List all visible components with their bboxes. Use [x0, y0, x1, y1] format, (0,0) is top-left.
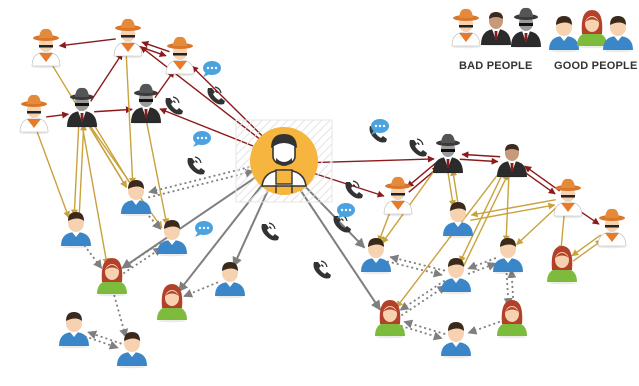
edge-gold-bc4-to-gl2 [35, 127, 70, 219]
bad-cowboy-icon [553, 178, 583, 219]
edge-red-bc2-to-bc1 [58, 38, 116, 49]
good-man-blue-icon [361, 238, 391, 275]
bad-suit-hat-icon [433, 133, 463, 175]
edge-gold-bh3-to-gr1 [446, 168, 456, 208]
legend-bad-people-label: BAD PEOPLE [459, 60, 533, 72]
phone-call-icon [207, 86, 225, 105]
bad-cowboy-icon [383, 176, 413, 217]
phone-call-icon [345, 180, 363, 199]
bad-cowboy-icon [113, 18, 143, 59]
good-man-blue-icon [441, 258, 471, 295]
edge-grayd-gl8-to-gl7 [87, 330, 122, 345]
legend-bad-suit-hat-icon [511, 7, 541, 49]
edge-grayd-gr7-to-gr8 [467, 320, 501, 335]
edge-gold-gr3-to-bs1 [462, 173, 509, 267]
phone-call-icon [187, 156, 205, 175]
nodes-layer [19, 7, 633, 369]
good-woman-green-icon [97, 258, 127, 297]
bad-suit-hat-icon [131, 83, 161, 125]
good-man-blue-icon [443, 202, 473, 239]
edge-grayd-center-to-gl1 [148, 164, 255, 195]
good-man-blue-icon [493, 238, 523, 275]
edge-gold-gr1-to-bh3 [450, 168, 460, 208]
edge-red-bc6-to-bs1 [524, 165, 561, 192]
edge-gold-bs1-to-gr3 [459, 169, 506, 263]
good-woman-green-icon [497, 300, 527, 339]
edge-grayd-gr8-to-gr6 [403, 319, 446, 335]
edge-grayd-gr4-to-gr3 [467, 257, 497, 270]
good-man-blue-icon [441, 322, 471, 359]
edge-grayd-gl5-to-gl6 [183, 281, 219, 298]
chat-bubble-icon [193, 131, 211, 147]
legend-good-people-label: GOOD PEOPLE [554, 60, 638, 72]
edge-grayd-gr6-to-gr8 [400, 325, 443, 341]
edge-gold-bc7-to-gr5 [571, 234, 602, 257]
edge-gold-bc6-to-gr4 [516, 205, 558, 246]
edge-red-center-to-bh3 [314, 155, 435, 164]
edge-red-bh3-to-bs1 [459, 157, 499, 165]
bad-cowboy-icon [19, 94, 49, 135]
legend-good-man-blue-icon [549, 16, 579, 53]
edge-grayd-gr3-to-gr4 [467, 262, 497, 275]
legend-bad-suit-icon [481, 12, 511, 47]
edge-red-bc4-to-bh1 [46, 111, 70, 119]
edge-red-bc3-to-bc2 [141, 40, 170, 53]
good-man-blue-icon [215, 262, 245, 299]
chat-bubble-icon [337, 203, 355, 219]
phone-call-icon [261, 222, 279, 241]
bad-cowboy-icon [31, 28, 61, 69]
edge-gold-bc2-to-gl1 [125, 52, 136, 185]
good-man-blue-icon [121, 180, 151, 217]
good-woman-green-icon [157, 284, 187, 323]
edge-gold-gr1-to-bc6 [470, 202, 556, 222]
center-node [235, 119, 333, 203]
icons-layer [165, 61, 427, 279]
edge-gold-bs1-to-gr4 [502, 171, 510, 243]
edge-gold-gl2-to-bh1 [78, 123, 87, 219]
phone-call-icon [409, 138, 427, 157]
good-man-blue-icon [157, 220, 187, 257]
edge-gold-bh2-to-gl3 [145, 118, 170, 226]
good-woman-green-icon [547, 246, 577, 285]
edge-grayd-gl7-to-gl8 [84, 335, 119, 350]
edge-gold-gr5-to-bc7 [572, 239, 603, 262]
edge-grayd-gr4-to-gr7 [503, 268, 513, 308]
good-man-blue-icon [117, 332, 147, 369]
edge-red-bh2-to-bc3 [154, 70, 175, 99]
edge-grayd-gl4-to-gl8 [111, 289, 129, 339]
edge-red-bs1-to-bh3 [461, 151, 501, 159]
legend-bad-cowboy-icon [451, 8, 481, 49]
good-man-blue-icon [61, 212, 91, 249]
chat-bubble-icon [203, 61, 221, 77]
observer-person-icon [261, 134, 307, 193]
edge-grayd-gl4-to-gl3 [122, 247, 163, 275]
phone-call-icon [165, 96, 183, 115]
edge-red-bh3-to-bc5 [406, 161, 438, 188]
edge-red-bh1-to-bc2 [90, 52, 123, 102]
chat-bubble-icon [371, 119, 389, 135]
edge-red-bh1-to-bh2 [94, 106, 133, 114]
edge-gold-bc6-to-gr1 [470, 198, 556, 218]
bad-cowboy-icon [165, 36, 195, 77]
good-man-blue-icon [59, 312, 89, 349]
chat-bubble-icon [195, 221, 213, 237]
edge-grayd-gr6-to-gr3 [400, 285, 447, 317]
legend-good-man-blue-icon [603, 16, 633, 53]
edge-gold-bs1-to-gr6 [395, 167, 504, 308]
edge-gray-center-to-gr6 [297, 186, 381, 311]
edge-gray-center-to-gl4 [121, 174, 259, 269]
edge-gold-bh3-to-gr2 [381, 163, 440, 244]
edge-gold-bh1-to-gl2 [71, 121, 80, 217]
edge-grayd-gr3-to-gr6 [399, 279, 446, 311]
bad-suit-icon [497, 144, 527, 179]
edge-gold-bh1-to-gl4 [80, 122, 110, 266]
bad-cowboy-icon [597, 208, 627, 249]
good-woman-green-icon [375, 300, 405, 339]
bad-suit-hat-icon [67, 87, 97, 129]
legend-good-woman-green-icon [577, 10, 607, 49]
phone-call-icon [313, 260, 331, 279]
edge-gold-bc6-to-gr5 [557, 211, 566, 253]
